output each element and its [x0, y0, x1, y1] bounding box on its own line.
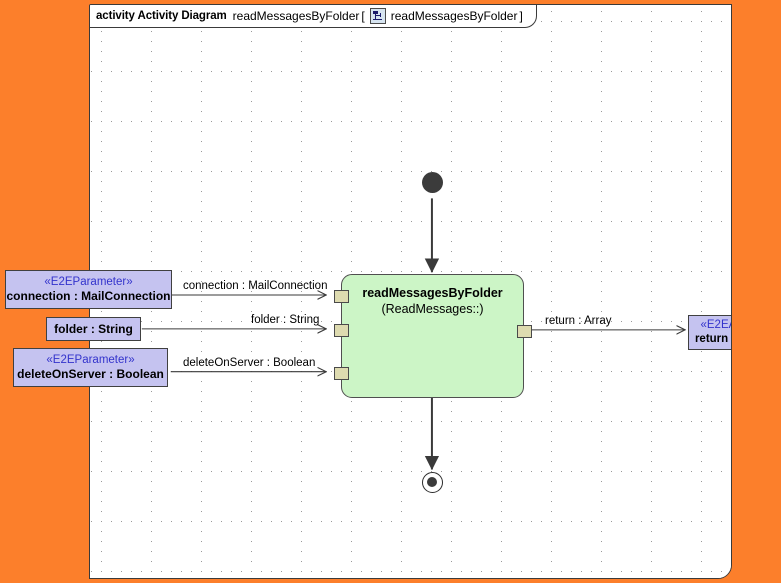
- frame-header-diagram-name: readMessagesByFolder: [232, 9, 360, 23]
- frame-header-referenced-name: readMessagesByFolder: [390, 9, 518, 23]
- initial-node[interactable]: [422, 172, 443, 193]
- input-parameter-connection[interactable]: «E2EParameter» connection : MailConnecti…: [5, 270, 172, 309]
- input-parameter-folder-name: folder : String: [54, 321, 133, 336]
- edge-label-folder: folder : String: [251, 314, 320, 326]
- activity-diagram-icon: [369, 8, 386, 24]
- output-parameter-name: return : Array: [694, 333, 731, 345]
- activity-node-subtitle: (ReadMessages::): [381, 302, 484, 316]
- input-parameter-deleteonserver-stereotype: «E2EParameter»: [46, 354, 135, 366]
- input-pin-folder[interactable]: [334, 324, 349, 337]
- final-node-inner-dot: [427, 477, 437, 487]
- input-parameter-folder[interactable]: folder : String: [46, 317, 141, 341]
- edge-label-connection: connection : MailConnection: [183, 280, 328, 292]
- activity-diagram-frame: connection : MailConnection folder : Str…: [89, 4, 732, 579]
- input-parameter-deleteonserver-name: deleteOnServer : Boolean: [17, 367, 164, 381]
- input-pin-connection[interactable]: [334, 290, 349, 303]
- input-parameter-connection-name: connection : MailConnection: [6, 289, 171, 303]
- activity-node-readmessagesbyfolder[interactable]: readMessagesByFolder (ReadMessages::): [341, 274, 524, 398]
- output-parameter-return[interactable]: «E2EArray» return : Array: [688, 315, 731, 350]
- edge-label-delete-on-server: deleteOnServer : Boolean: [183, 357, 316, 369]
- frame-header: activity Activity Diagram readMessagesBy…: [90, 5, 537, 28]
- output-pin-return[interactable]: [517, 325, 532, 338]
- edge-label-return: return : Array: [545, 315, 612, 327]
- activity-final-node[interactable]: [422, 472, 443, 493]
- input-parameter-deleteonserver[interactable]: «E2EParameter» deleteOnServer : Boolean: [13, 348, 168, 387]
- output-parameter-stereotype: «E2EArray»: [700, 319, 731, 331]
- frame-header-bracket-close: ]: [519, 9, 523, 23]
- input-parameter-connection-stereotype: «E2EParameter»: [44, 276, 133, 288]
- frame-header-kind: activity Activity Diagram: [96, 10, 227, 22]
- frame-header-bracket-open: [: [361, 9, 365, 23]
- input-pin-deleteonserver[interactable]: [334, 367, 349, 380]
- activity-node-title: readMessagesByFolder: [362, 286, 503, 300]
